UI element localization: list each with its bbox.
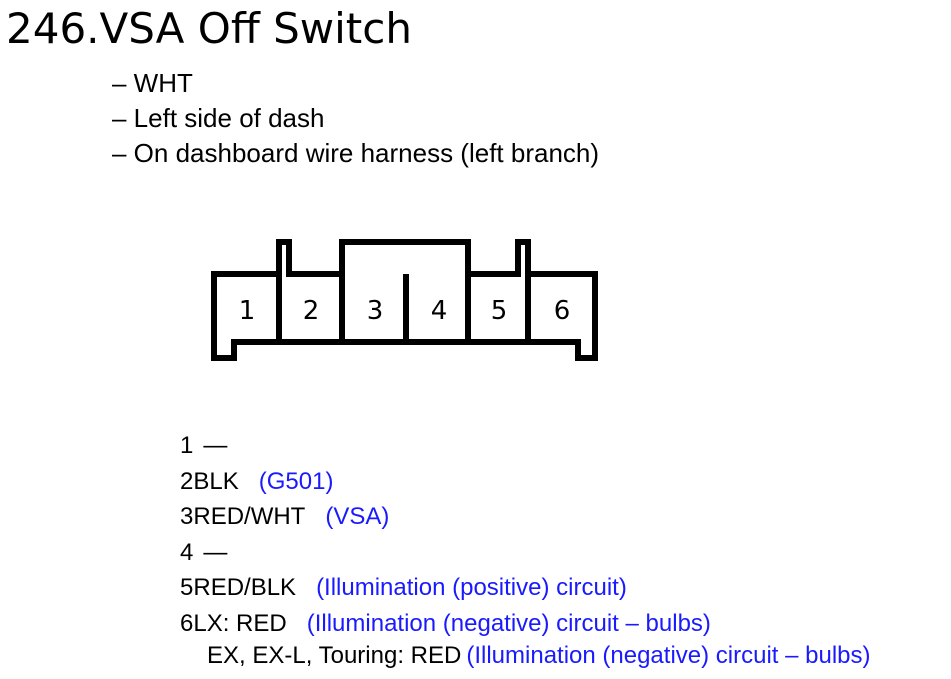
- cavity-label-1: 1: [239, 296, 256, 326]
- pin-description: (Illumination (positive) circuit): [316, 574, 627, 601]
- pin-row-5: 5RED/BLK (Illumination (positive) circuit…: [180, 570, 711, 606]
- pin-number: 6: [180, 609, 194, 637]
- cavity-label-5: 5: [491, 296, 508, 326]
- pin-description: (G501): [258, 467, 334, 495]
- pin-wire-color: EX, EX-L, Touring: RED: [207, 642, 462, 669]
- pin-number: 3: [180, 503, 194, 530]
- pin-6-alternate: EX, EX-L, Touring: RED(Illumination (neg…: [207, 640, 871, 672]
- pin-wire-color: LX: RED: [193, 609, 287, 637]
- pin-row-2: 2BLK (G501): [180, 464, 711, 500]
- pin-number: 4: [180, 538, 194, 566]
- pin-wire-color: —: [203, 538, 228, 566]
- cavity-label-3: 3: [367, 296, 384, 326]
- connector-diagram: 1 2 3 4 5 6: [211, 239, 598, 361]
- pin-row-4: 4—: [180, 535, 711, 571]
- pin-wire-color: RED/WHT: [193, 503, 306, 530]
- pin-wire-color: RED/BLK: [193, 574, 297, 601]
- pin-description: (Illumination (negative) circuit – bulbs…: [466, 642, 871, 669]
- pin-wire-color: BLK: [193, 467, 239, 495]
- pin-description: (VSA): [325, 503, 390, 530]
- connector-notes: – WHT – Left side of dash – On dashboard…: [112, 66, 599, 171]
- pin-number: 2: [180, 467, 194, 495]
- cavity-label-2: 2: [303, 296, 320, 326]
- note-location: – Left side of dash: [112, 103, 325, 133]
- pin-row-6: 6LX: RED (Illumination (negative) circuit…: [180, 606, 711, 642]
- connector-outline: [211, 239, 598, 361]
- pin-number: 1: [180, 432, 194, 459]
- pin-list: 1— 2BLK(G501) 3RED/WHT(VSA) 4— 5RED/BLK(…: [180, 428, 711, 641]
- pin-row-3: 3RED/WHT (VSA): [180, 499, 711, 535]
- note-harness: – On dashboard wire harness (left branch…: [112, 138, 600, 168]
- page-title: 246.VSA Off Switch: [6, 4, 412, 53]
- pin-number: 5: [180, 574, 194, 601]
- cavity-label-6: 6: [554, 296, 571, 326]
- pin-wire-color: —: [203, 432, 228, 459]
- note-color: – WHT: [112, 68, 193, 98]
- cavity-label-4: 4: [431, 296, 448, 326]
- pin-row-1: 1—: [180, 428, 711, 464]
- pin-description: (Illumination (negative) circuit – bulbs…: [306, 609, 711, 637]
